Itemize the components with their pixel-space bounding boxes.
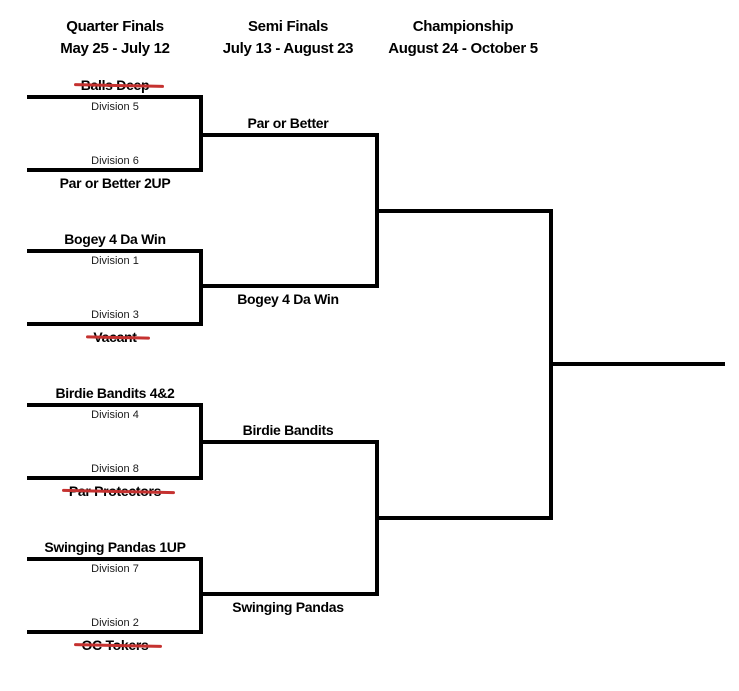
qf4-bottom-line — [27, 630, 203, 634]
sf2-bottom-team: Swinging Pandas — [232, 599, 344, 615]
qf1-bottom-division: Division 6 — [91, 155, 139, 167]
qf2-top-division: Division 1 — [91, 255, 139, 267]
team-name: Balls Deep — [80, 77, 150, 93]
championship-bottom-connector — [375, 516, 553, 520]
qf2-bottom-team: Vacant — [15, 328, 215, 346]
championship-winner-line — [549, 362, 725, 366]
qf4-bottom-division: Division 2 — [91, 617, 139, 629]
qf2-bottom-line — [27, 322, 203, 326]
team-name: Vacant — [93, 329, 137, 345]
championship-top-connector — [375, 209, 553, 213]
team-name: Swinging Pandas 1UP — [44, 539, 186, 555]
qf4-bottom-team: OC Tokers — [15, 636, 215, 654]
sf2-bottom-line — [199, 592, 379, 596]
round-dates: August 24 - October 5 — [388, 40, 538, 57]
qf3-bottom-line — [27, 476, 203, 480]
round-title: Semi Finals — [247, 18, 329, 35]
qf4-top-team: Swinging Pandas 1UP — [15, 538, 215, 556]
qf3-top-division: Division 4 — [91, 409, 139, 421]
qf3-bottom-team: Par Protectors — [15, 482, 215, 500]
team-name: Birdie Bandits 4&2 — [55, 385, 175, 401]
qf2-top-team: Bogey 4 Da Win — [15, 230, 215, 248]
qf2-bottom-division: Division 3 — [91, 309, 139, 321]
sf2-top-team: Birdie Bandits — [242, 422, 334, 438]
qf1-bottom-line — [27, 168, 203, 172]
qf4-top-division: Division 7 — [91, 563, 139, 575]
qf1-top-division: Division 5 — [91, 101, 139, 113]
round-dates: July 13 - August 23 — [222, 40, 354, 57]
team-name: Bogey 4 Da Win — [64, 231, 166, 247]
sf1-bottom-team: Bogey 4 Da Win — [237, 291, 339, 307]
round-header-semi-finals: Semi Finals July 13 - August 23 — [188, 16, 388, 60]
qf4-top-line — [27, 557, 203, 561]
qf1-top-line — [27, 95, 203, 99]
round-title: Championship — [412, 18, 514, 35]
sf1-top-team: Par or Better — [247, 115, 329, 131]
qf3-top-line — [27, 403, 203, 407]
round-header-championship: Championship August 24 - October 5 — [363, 16, 563, 60]
round-title: Quarter Finals — [66, 18, 164, 35]
sf2-top-line — [199, 440, 379, 444]
qf3-bottom-division: Division 8 — [91, 463, 139, 475]
qf1-top-team: Balls Deep — [15, 76, 215, 94]
team-name: OC Tokers — [81, 637, 149, 653]
team-name: Par or Better 2UP — [59, 175, 171, 191]
round-dates: May 25 - July 12 — [60, 40, 170, 57]
sf1-top-line — [199, 133, 379, 137]
qf3-top-team: Birdie Bandits 4&2 — [15, 384, 215, 402]
round-header-quarter-finals: Quarter Finals May 25 - July 12 — [15, 16, 215, 60]
qf1-bottom-team: Par or Better 2UP — [15, 174, 215, 192]
sf1-bottom-line — [199, 284, 379, 288]
team-name: Par Protectors — [68, 483, 162, 499]
qf2-top-line — [27, 249, 203, 253]
